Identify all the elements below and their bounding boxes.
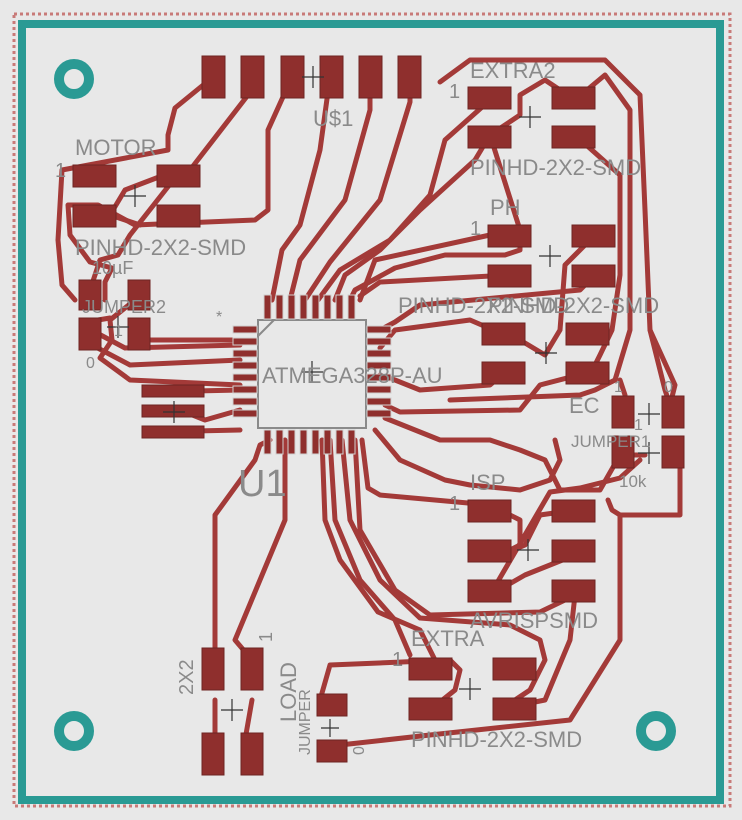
jumper1-pin0: 0 (664, 379, 673, 396)
pad (316, 739, 348, 763)
pad (397, 55, 422, 99)
jumper1-pin1: 1 (614, 379, 623, 396)
pad (240, 647, 264, 691)
board-border (18, 20, 724, 804)
jumper2-pin1: 1 (114, 323, 123, 340)
pad (467, 499, 512, 523)
mcu-name: U1 (238, 463, 287, 505)
cap-value: 10µF (92, 258, 133, 278)
pad (487, 224, 532, 248)
pad (467, 539, 512, 563)
pad (201, 55, 226, 99)
ph-value: PINHD-2X2-SMD (398, 293, 569, 318)
extra2-pin1: 1 (449, 81, 460, 103)
pad (127, 317, 151, 351)
extra2-value: PINHD-2X2-SMD (470, 155, 641, 180)
pad (481, 322, 526, 346)
pad (201, 647, 225, 691)
pad (72, 164, 117, 188)
pad (661, 435, 685, 469)
pad (408, 657, 453, 681)
motor-pin1: 1 (55, 160, 66, 182)
pad (467, 125, 512, 149)
res-value: 10k (619, 472, 647, 491)
pin1-marker: * (216, 309, 222, 326)
pad (78, 279, 102, 311)
isp-value: AVRISPSMD (470, 608, 598, 633)
board-dimension-outline (12, 12, 732, 808)
jumper1-name: JUMPER1 (571, 432, 650, 451)
pad (141, 404, 205, 418)
isp-pin1: 1 (449, 493, 460, 515)
pad (408, 697, 453, 721)
origin-markers (107, 66, 660, 737)
pad (156, 204, 201, 228)
pad (156, 164, 201, 188)
pad (127, 279, 151, 311)
jumper2-name: JUMPER2 (82, 297, 166, 317)
mcu-value: ATMEGA328P-AU (262, 363, 443, 388)
pad (240, 732, 264, 776)
extra-name: EXTRA (411, 626, 485, 651)
mcu-u1 (232, 294, 392, 455)
pad (487, 264, 532, 288)
h2x2-name: 2X2 (176, 659, 198, 695)
motor-name: MOTOR (75, 135, 156, 160)
extra-value: PINHD-2X2-SMD (411, 727, 582, 752)
pad (316, 693, 348, 717)
motor-value: PINHD-2X2-SMD (75, 235, 246, 260)
pads (72, 55, 685, 776)
jumper-pin0: 0 (351, 746, 368, 755)
pad (358, 55, 383, 99)
pad (551, 499, 596, 523)
pad (551, 539, 596, 563)
labels: U1 ATMEGA328P-AU * U$1 MOTOR 1 PINHD-2X2… (55, 58, 673, 755)
pad (611, 435, 635, 469)
pad (201, 732, 225, 776)
pad (240, 55, 265, 99)
pad (467, 579, 512, 603)
pad (280, 55, 305, 99)
pad (467, 86, 512, 110)
jumper-name: JUMPER (297, 689, 314, 755)
pad (78, 317, 102, 351)
pad (492, 657, 537, 681)
ph-name: PH (490, 195, 521, 220)
pad (141, 384, 205, 398)
load-name: LOAD (276, 662, 301, 722)
pad (141, 425, 205, 439)
isp-name: ISP (470, 470, 505, 495)
jumper1-pin1-lower: 1 (634, 417, 643, 434)
pad (551, 579, 596, 603)
ec-name: EC (569, 393, 600, 418)
jumper2-pin0: 0 (86, 355, 95, 372)
pad (565, 361, 610, 385)
mounting-hole (636, 711, 676, 751)
ec-value: PINHD-2X2-SMD (488, 293, 659, 318)
pad (551, 125, 596, 149)
pad (481, 361, 526, 385)
pad (571, 224, 616, 248)
pad (492, 697, 537, 721)
pad (565, 322, 610, 346)
extra-pin1: 1 (392, 649, 403, 671)
mounting-hole (54, 711, 94, 751)
pad (551, 86, 596, 110)
pad (661, 395, 685, 429)
ph-pin1: 1 (470, 218, 481, 240)
header-usb-label: U$1 (313, 106, 353, 131)
pad (611, 395, 635, 429)
pad (571, 264, 616, 288)
pad (72, 204, 117, 228)
mounting-hole (54, 59, 94, 99)
mounting-holes (54, 59, 676, 751)
h2x2-pin1: 1 (256, 632, 276, 642)
extra2-name: EXTRA2 (470, 58, 556, 83)
